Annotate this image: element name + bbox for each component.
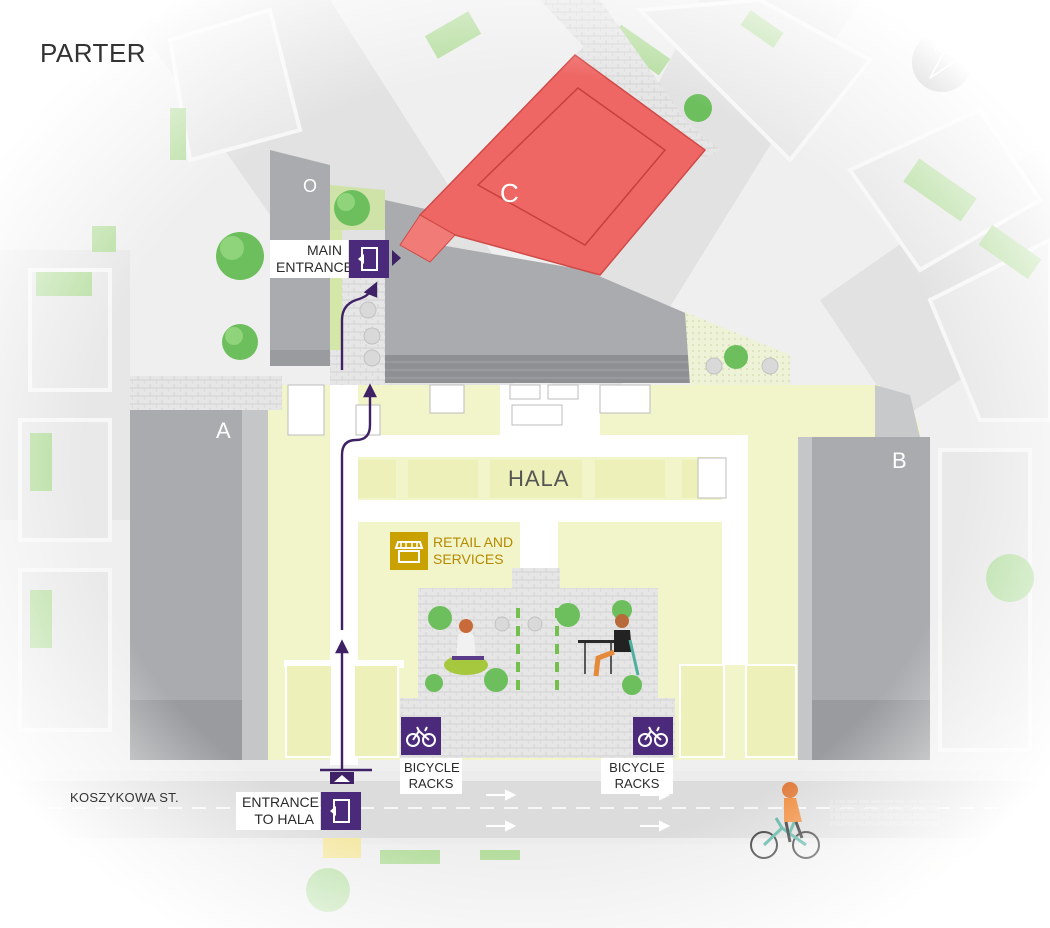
retail-services-label: RETAIL AND SERVICES [433, 534, 514, 567]
bicycle-racks-left-label: BICYCLE RACKS [400, 758, 462, 794]
hala-entrance-label: ENTRANCE TO HALA [236, 792, 320, 830]
building-c-label: C [500, 178, 519, 208]
street-label: KOSZYKOWA ST. [70, 790, 179, 805]
page-title: PARTER [40, 38, 147, 68]
bicycle-racks-left-icon[interactable] [401, 717, 441, 755]
building-o-label: O [303, 176, 318, 196]
hala-entrance-door-icon[interactable] [321, 792, 361, 830]
building-a-label: A [216, 418, 231, 443]
building-b-label: B [892, 448, 907, 473]
main-entrance-arrow-icon [392, 250, 401, 266]
shop-awning-icon[interactable] [390, 532, 428, 570]
main-entrance-label: MAIN ENTRANCE [270, 240, 353, 278]
main-entrance-door-icon[interactable] [349, 240, 389, 278]
hall-label: HALA [508, 466, 570, 491]
bicycle-racks-right-label: BICYCLE RACKS [601, 758, 673, 794]
bicycle-racks-right-icon[interactable] [633, 717, 673, 755]
